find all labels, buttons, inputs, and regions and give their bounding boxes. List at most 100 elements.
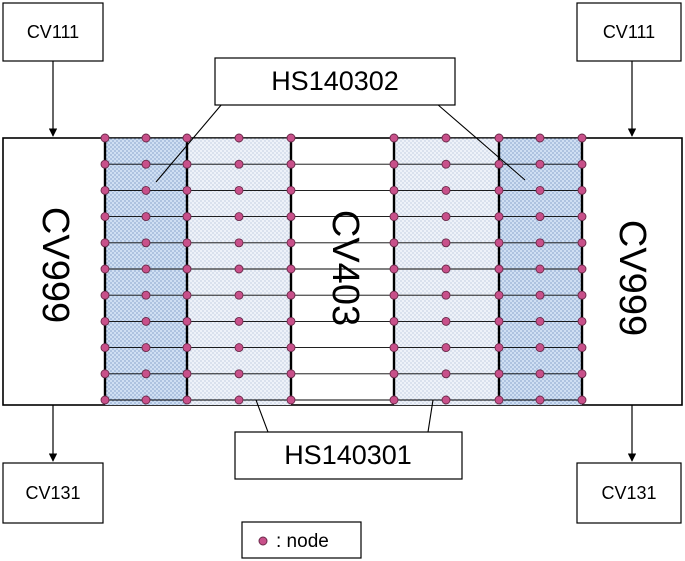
node — [389, 264, 399, 274]
node — [577, 185, 587, 195]
node — [494, 212, 504, 222]
cv111-right-box: CV111 — [576, 2, 682, 62]
node — [577, 212, 587, 222]
node — [441, 264, 451, 274]
hs140302-box: HS140302 — [214, 57, 456, 106]
node — [182, 133, 192, 143]
node — [182, 316, 192, 326]
node — [234, 290, 244, 300]
legend: : node — [241, 521, 362, 559]
node — [389, 238, 399, 248]
node — [389, 185, 399, 195]
node — [141, 264, 151, 274]
node — [286, 369, 296, 379]
cv131-left-label: CV131 — [25, 483, 80, 503]
node — [494, 395, 504, 405]
node — [441, 369, 451, 379]
node — [182, 343, 192, 353]
node — [100, 316, 110, 326]
pointer-hs-top-left — [155, 103, 223, 183]
node — [182, 212, 192, 222]
node — [234, 238, 244, 248]
node — [141, 316, 151, 326]
node — [441, 159, 451, 169]
node — [234, 133, 244, 143]
node — [535, 185, 545, 195]
node — [100, 238, 110, 248]
pointer-hs-bottom-left — [255, 399, 269, 433]
node — [141, 395, 151, 405]
node — [234, 316, 244, 326]
node — [535, 369, 545, 379]
node — [286, 212, 296, 222]
node — [234, 395, 244, 405]
node — [100, 343, 110, 353]
node-grid — [100, 133, 587, 405]
node — [494, 185, 504, 195]
node — [234, 343, 244, 353]
node — [441, 343, 451, 353]
cv111-right-label: CV111 — [603, 22, 655, 42]
node — [577, 133, 587, 143]
node — [141, 369, 151, 379]
node — [141, 159, 151, 169]
node — [182, 264, 192, 274]
node — [494, 290, 504, 300]
node — [286, 343, 296, 353]
node — [182, 185, 192, 195]
node — [577, 395, 587, 405]
node — [441, 395, 451, 405]
node — [182, 159, 192, 169]
node — [389, 133, 399, 143]
node — [535, 290, 545, 300]
node — [286, 185, 296, 195]
node — [141, 343, 151, 353]
legend-label: : node — [276, 531, 329, 552]
node — [286, 290, 296, 300]
node — [234, 185, 244, 195]
node — [286, 159, 296, 169]
node — [234, 212, 244, 222]
node — [441, 316, 451, 326]
node — [100, 264, 110, 274]
node — [494, 369, 504, 379]
node — [234, 264, 244, 274]
node — [535, 343, 545, 353]
node — [100, 185, 110, 195]
node — [577, 238, 587, 248]
node — [141, 185, 151, 195]
cv131-right-box: CV131 — [576, 462, 682, 524]
node — [286, 133, 296, 143]
cv403-label: CV403 — [324, 210, 366, 326]
node — [389, 369, 399, 379]
node — [577, 343, 587, 353]
node — [494, 264, 504, 274]
node — [100, 212, 110, 222]
node — [286, 316, 296, 326]
node — [141, 290, 151, 300]
node — [286, 395, 296, 405]
node — [577, 290, 587, 300]
node — [182, 238, 192, 248]
node — [535, 316, 545, 326]
node — [441, 290, 451, 300]
node — [441, 185, 451, 195]
node — [100, 369, 110, 379]
node — [535, 133, 545, 143]
node — [182, 369, 192, 379]
hs140301-box: HS140301 — [234, 431, 463, 480]
node — [441, 133, 451, 143]
node — [494, 343, 504, 353]
node — [286, 238, 296, 248]
node — [535, 395, 545, 405]
mesh-lines — [103, 137, 584, 401]
node — [234, 369, 244, 379]
pointer-hs-top-right — [436, 103, 526, 181]
node — [535, 238, 545, 248]
node — [182, 290, 192, 300]
cv111-left-label: CV111 — [27, 22, 79, 42]
node — [389, 212, 399, 222]
node — [100, 395, 110, 405]
node — [182, 395, 192, 405]
node — [141, 133, 151, 143]
